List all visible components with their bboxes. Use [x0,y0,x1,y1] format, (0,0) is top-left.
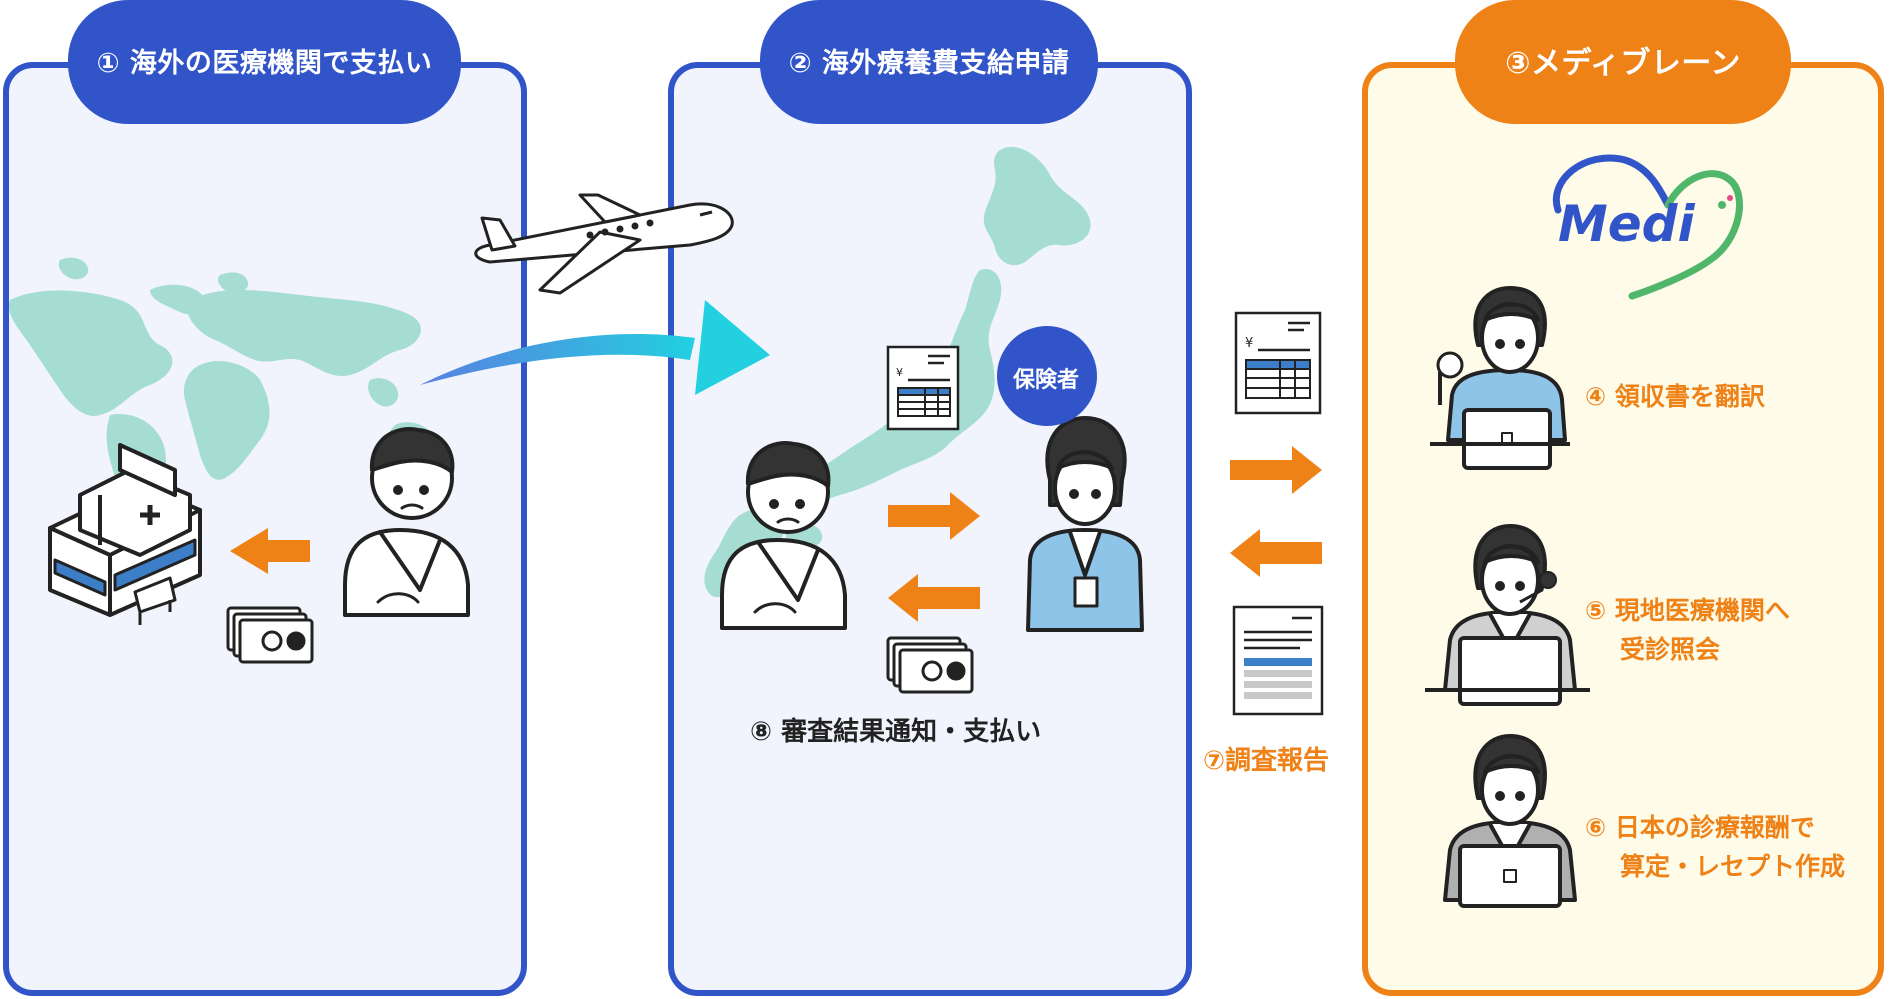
call-center-staff-icon [1425,524,1590,706]
insurer-label: 保険者 [1013,368,1080,393]
money-icon [226,606,314,664]
step4-label: ④ 領収書を翻訳 [1585,382,1765,411]
injured-patient-icon [720,441,847,630]
injured-patient-icon [343,427,470,617]
insurer-badge-icon [997,326,1097,426]
medi-logo-text: Medi [1558,195,1695,253]
receipt-icon [1234,311,1322,415]
step5-label-line1: ⑤ 現地医療機関へ [1585,596,1790,625]
payment-left-arrow-icon [230,528,310,574]
airplane-icon [474,193,734,295]
report-document-icon [1232,605,1324,716]
step2-title: ② 海外療養費支給申請 [788,47,1070,79]
step8-label: ⑧ 審査結果通知・支払い [750,717,1042,747]
step1-title: ① 海外の医療機関で支払い [96,47,433,79]
report-left-arrow-icon [1230,529,1322,577]
step2-title-pill: ② 海外療養費支給申請 [760,0,1098,124]
translator-staff-icon [1430,286,1570,470]
billing-staff-icon [1443,734,1577,908]
medibrain-panel [1362,62,1884,996]
step6-label-line2: 算定・レセプト作成 [1620,852,1846,881]
step6-label-line1: ⑥ 日本の診療報酬で [1585,813,1815,842]
hospital-icon [48,443,202,625]
money-icon [886,636,974,694]
step5-label-line2: 受診照会 [1620,635,1721,664]
insurer-staff-icon [1026,416,1144,632]
receipt-icon [886,345,960,431]
request-right-arrow-icon [1230,446,1322,494]
step3-title: ③メディブレーン [1505,46,1741,81]
curved-arrow-icon [420,300,770,395]
payment-back-left-arrow-icon [888,574,980,622]
step7-label: ⑦調査報告 [1203,746,1330,776]
medi-logo-icon [1552,154,1744,300]
application-right-arrow-icon [888,492,980,540]
step1-title-pill: ① 海外の医療機関で支払い [68,0,461,124]
step3-title-pill: ③メディブレーン [1455,0,1791,124]
receipt-yen-mark: ¥ [1245,336,1254,351]
receipt-yen-mark: ¥ [896,366,903,379]
